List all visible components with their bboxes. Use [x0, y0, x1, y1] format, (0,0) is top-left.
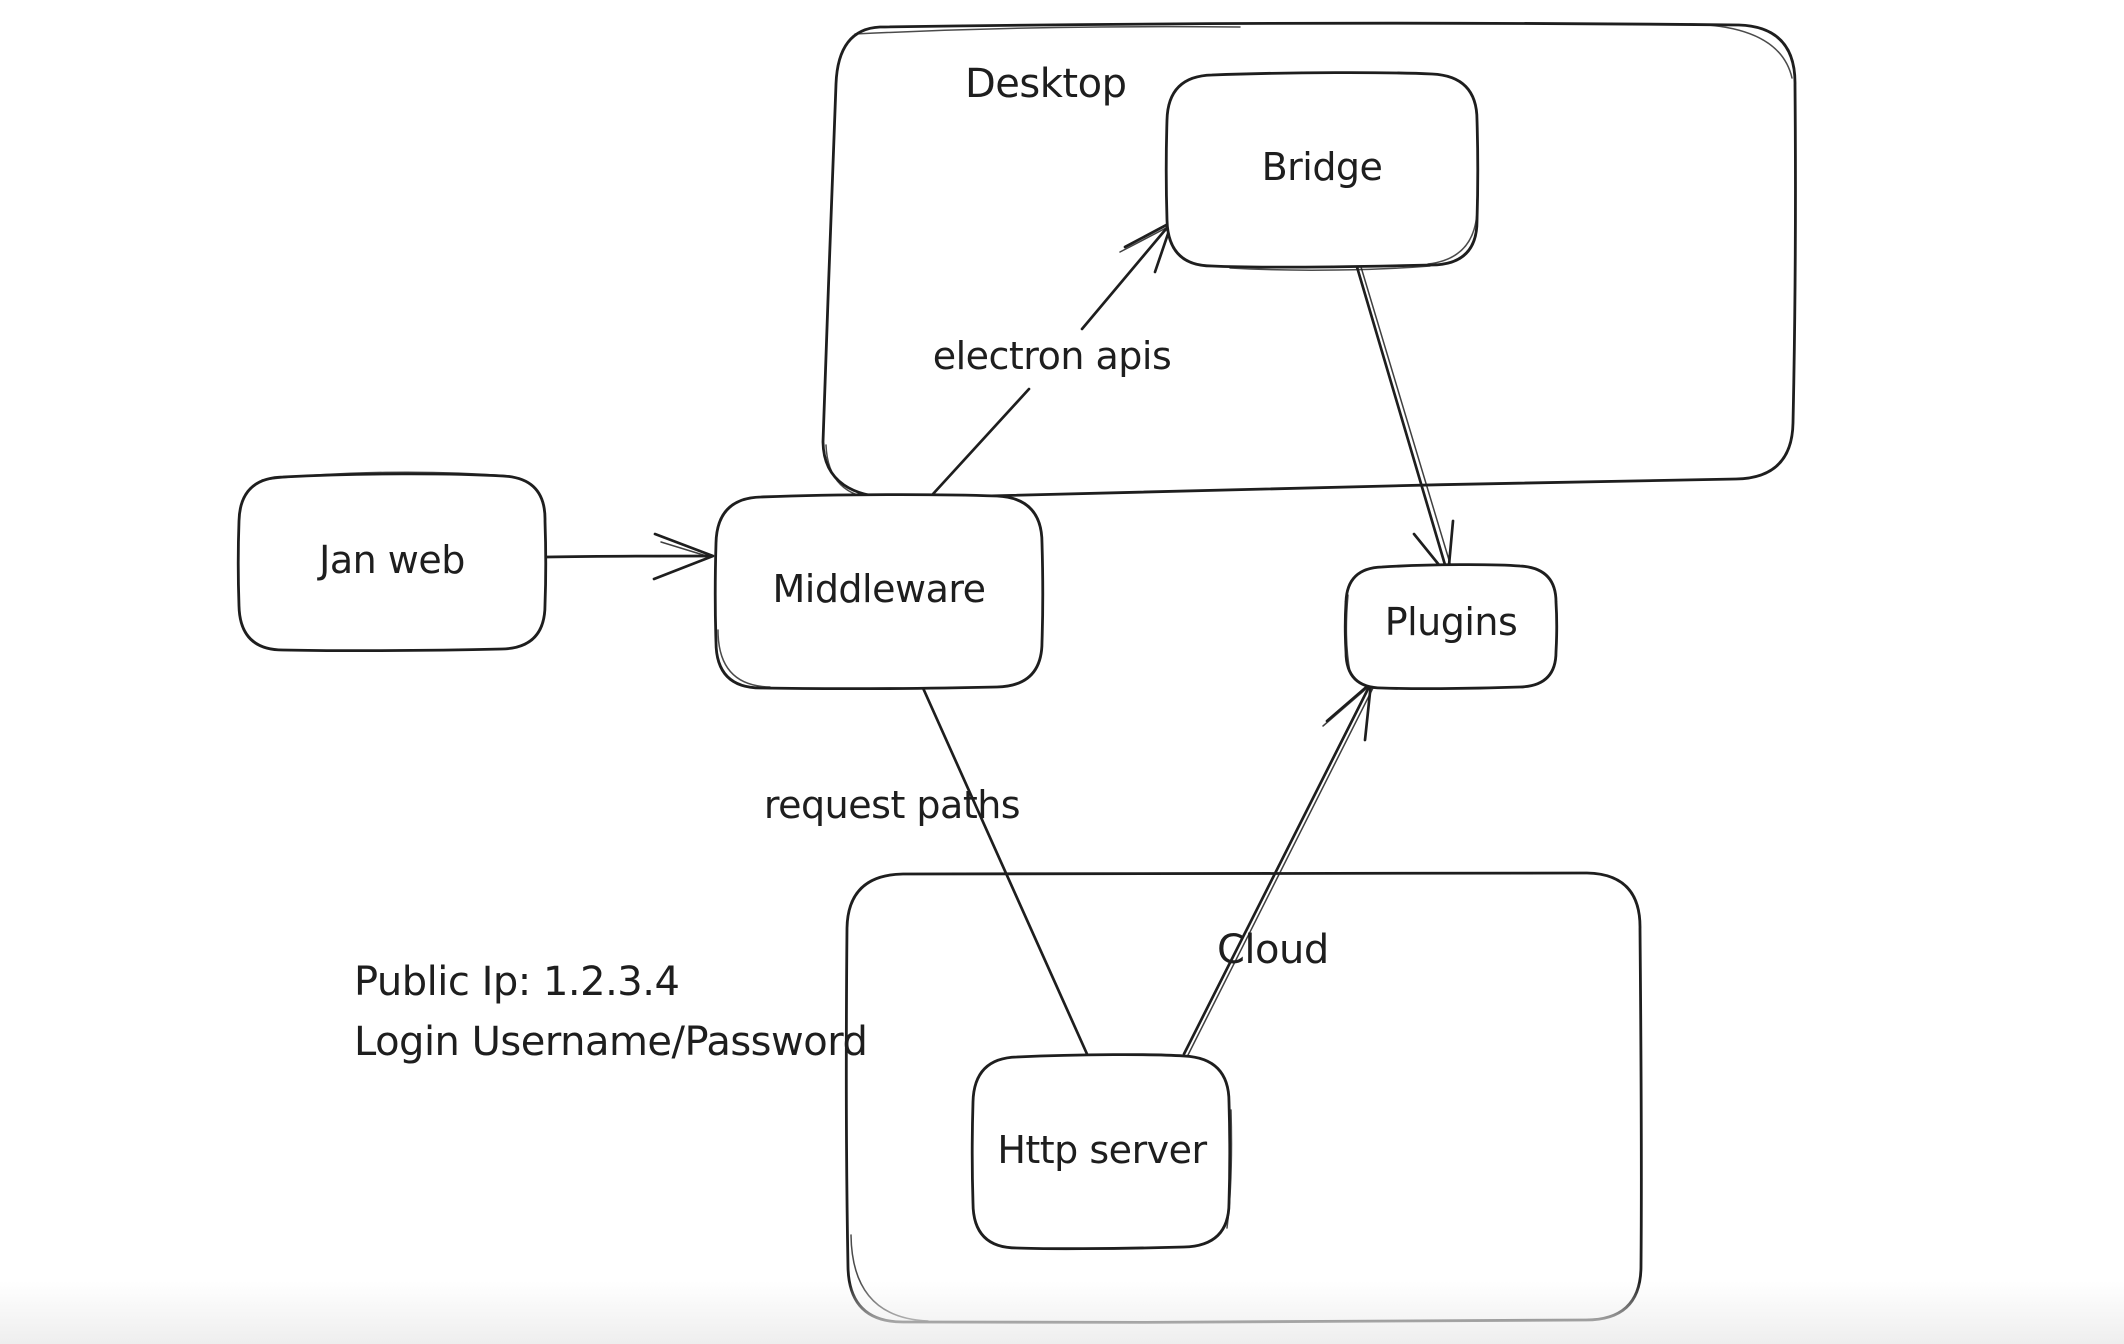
plugins-shape[interactable]	[1343, 563, 1559, 691]
edge-line	[1080, 221, 1173, 331]
edge-httpserver-to-plugins[interactable]	[1182, 681, 1375, 1056]
node-middleware[interactable]: Middleware	[713, 493, 1045, 691]
plugins-sketch-stroke	[1345, 594, 1351, 673]
http-server-sketch-stroke	[1226, 1109, 1233, 1229]
bridge-shape[interactable]	[1164, 71, 1480, 269]
node-middleware-label: Middleware	[772, 567, 985, 611]
arrowhead	[1325, 681, 1373, 742]
desktop-sketch-stroke	[854, 25, 1241, 35]
node-http-server[interactable]: Http server	[970, 1053, 1233, 1251]
edge-line	[931, 387, 1031, 496]
edge-janweb-to-middleware[interactable]	[545, 532, 715, 581]
edge-line	[1182, 681, 1373, 1056]
middleware-sketch-stroke	[717, 629, 771, 688]
edge-middleware-to-httpserver[interactable]: request paths	[764, 686, 1089, 1056]
desktop-sketch-stroke	[1689, 23, 1793, 79]
jan-web-sketch-stroke	[261, 471, 511, 481]
node-jan-web-label: Jan web	[317, 538, 465, 582]
arrowhead-overdraw	[1119, 227, 1167, 253]
annotation-public-ip: Public Ip: 1.2.3.4	[354, 959, 679, 1005]
edge-label-electron-apis: electron apis	[933, 334, 1172, 378]
edge-line-overdraw	[1360, 266, 1453, 571]
arrowhead-overdraw	[1322, 687, 1368, 727]
edge-line-overdraw	[1187, 685, 1375, 1056]
http-server-shape[interactable]	[970, 1053, 1232, 1251]
edge-line	[1355, 265, 1450, 577]
annotation-credentials[interactable]: Public Ip: 1.2.3.4 Login Username/Passwo…	[354, 959, 868, 1065]
container-desktop-label: Desktop	[965, 61, 1126, 107]
edge-label-request-paths: request paths	[764, 783, 1020, 827]
node-http-server-label: Http server	[997, 1128, 1207, 1172]
edge-line	[921, 686, 1089, 1056]
node-bridge[interactable]: Bridge	[1164, 71, 1480, 271]
annotation-login: Login Username/Password	[354, 1019, 867, 1065]
edge-line	[545, 554, 714, 559]
container-cloud-label: Cloud	[1217, 927, 1329, 973]
middleware-shape[interactable]	[713, 493, 1045, 691]
node-plugins[interactable]: Plugins	[1343, 563, 1559, 691]
edge-middleware-to-bridge[interactable]: electron apis	[931, 220, 1174, 496]
arrowhead-overdraw	[660, 541, 711, 558]
bridge-sketch-stroke	[1427, 199, 1478, 265]
node-jan-web[interactable]: Jan web	[236, 471, 548, 653]
bottom-fade	[0, 1281, 2124, 1344]
node-bridge-label: Bridge	[1262, 145, 1383, 189]
node-plugins-label: Plugins	[1385, 600, 1518, 644]
bridge-sketch-stroke	[1229, 265, 1431, 271]
container-cloud[interactable]: Cloud	[844, 870, 1643, 1324]
arrowhead	[652, 532, 715, 581]
